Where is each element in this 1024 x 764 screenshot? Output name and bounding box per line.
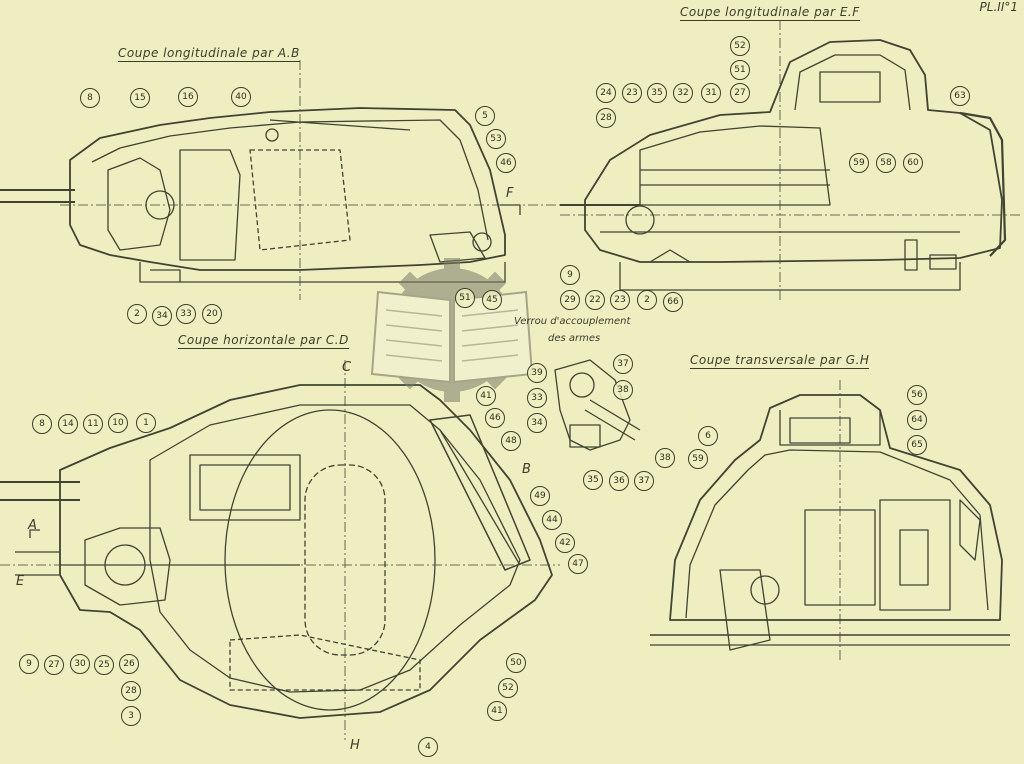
callout-ef-17: 23 bbox=[610, 290, 630, 310]
callout-lock-3: 38 bbox=[613, 380, 633, 400]
callout-cd-18: 44 bbox=[542, 510, 562, 530]
callout-lock-5: 34 bbox=[527, 413, 547, 433]
callout-gh-5: 59 bbox=[688, 449, 708, 469]
title-longitudinal-ef: Coupe longitudinale par E.F bbox=[680, 5, 860, 21]
horizontal-section-cd-drawing bbox=[0, 360, 560, 740]
callout-ab-12: 51 bbox=[455, 288, 475, 308]
callout-ef-6: 35 bbox=[647, 83, 667, 103]
coupling-lock-detail-drawing bbox=[554, 359, 641, 451]
callout-cd-16: 48 bbox=[501, 431, 521, 451]
section-letter-c: C bbox=[342, 360, 352, 375]
callout-cd-10: 26 bbox=[119, 654, 139, 674]
callout-cd-9: 25 bbox=[94, 655, 114, 675]
callout-gh-3: 64 bbox=[907, 410, 927, 430]
callout-cd-12: 3 bbox=[121, 706, 141, 726]
callout-ab-6: 53 bbox=[486, 129, 506, 149]
callout-lock-2: 37 bbox=[613, 354, 633, 374]
callout-cd-22: 52 bbox=[498, 678, 518, 698]
callout-ab-9: 34 bbox=[152, 306, 172, 326]
callout-ab-5: 5 bbox=[475, 106, 495, 126]
callout-cd-13: 4 bbox=[418, 737, 438, 757]
callout-ef-3: 63 bbox=[950, 86, 970, 106]
callout-ef-16: 22 bbox=[585, 290, 605, 310]
callout-cd-2: 14 bbox=[58, 414, 78, 434]
callout-ab-3: 16 bbox=[178, 87, 198, 107]
title-transverse-gh: Coupe transversale par G.H bbox=[690, 353, 870, 369]
title-horizontal-cd: Coupe horizontale par C.D bbox=[178, 333, 349, 349]
callout-cd-19: 42 bbox=[555, 533, 575, 553]
callout-ab-1: 8 bbox=[80, 88, 100, 108]
longitudinal-section-ef-drawing bbox=[560, 20, 1020, 300]
callout-ef-5: 23 bbox=[622, 83, 642, 103]
section-letter-h: H bbox=[350, 738, 360, 753]
callout-ab-2: 15 bbox=[130, 88, 150, 108]
callout-gh-1: 6 bbox=[698, 426, 718, 446]
callout-ef-19: 66 bbox=[663, 292, 683, 312]
callout-ef-8: 31 bbox=[701, 83, 721, 103]
callout-ef-15: 29 bbox=[560, 290, 580, 310]
longitudinal-section-ab-drawing bbox=[0, 60, 560, 300]
callout-cd-5: 1 bbox=[136, 413, 156, 433]
callout-ab-8: 2 bbox=[127, 304, 147, 324]
callout-lock-8: 37 bbox=[634, 471, 654, 491]
section-letter-a: A bbox=[28, 518, 37, 533]
callout-cd-4: 10 bbox=[108, 413, 128, 433]
callout-ef-10: 28 bbox=[596, 108, 616, 128]
callout-ef-12: 58 bbox=[876, 153, 896, 173]
callout-ef-7: 32 bbox=[673, 83, 693, 103]
callout-gh-4: 65 bbox=[907, 435, 927, 455]
callout-lock-6: 35 bbox=[583, 470, 603, 490]
callout-cd-8: 30 bbox=[70, 654, 90, 674]
section-letter-e: E bbox=[16, 574, 25, 589]
callout-cd-3: 11 bbox=[83, 414, 103, 434]
callout-cd-7: 27 bbox=[44, 655, 64, 675]
callout-ab-11: 20 bbox=[202, 304, 222, 324]
note-coupling-lock-line1: Verrou d'accouplement bbox=[514, 316, 631, 327]
callout-ab-4: 40 bbox=[231, 87, 251, 107]
callout-ab-10: 33 bbox=[176, 304, 196, 324]
callout-ef-2: 51 bbox=[730, 60, 750, 80]
callout-cd-23: 41 bbox=[487, 701, 507, 721]
title-longitudinal-ab: Coupe longitudinale par A.B bbox=[118, 46, 300, 62]
section-letter-b: B bbox=[522, 462, 531, 477]
callout-ef-1: 52 bbox=[730, 36, 750, 56]
watermark-logo bbox=[370, 258, 534, 402]
callout-lock-7: 36 bbox=[609, 471, 629, 491]
callout-ef-11: 59 bbox=[849, 153, 869, 173]
callout-cd-1: 8 bbox=[32, 414, 52, 434]
callout-ef-14: 9 bbox=[560, 265, 580, 285]
callout-lock-9: 38 bbox=[655, 448, 675, 468]
callout-cd-15: 46 bbox=[485, 408, 505, 428]
sheet-reference: PL.II°1 bbox=[979, 0, 1018, 14]
callout-cd-20: 47 bbox=[568, 554, 588, 574]
callout-ab-7: 46 bbox=[496, 153, 516, 173]
callout-lock-1: 39 bbox=[527, 363, 547, 383]
transverse-section-gh-drawing bbox=[650, 380, 1010, 660]
callout-ef-4: 24 bbox=[596, 83, 616, 103]
callout-cd-11: 28 bbox=[121, 681, 141, 701]
callout-ef-9: 27 bbox=[730, 83, 750, 103]
callout-cd-14: 41 bbox=[476, 386, 496, 406]
callout-ef-13: 60 bbox=[903, 153, 923, 173]
section-letter-f: F bbox=[506, 186, 514, 201]
callout-ef-18: 2 bbox=[637, 290, 657, 310]
callout-lock-4: 33 bbox=[527, 388, 547, 408]
callout-ab-13: 45 bbox=[482, 290, 502, 310]
callout-cd-6: 9 bbox=[19, 654, 39, 674]
callout-cd-17: 49 bbox=[530, 486, 550, 506]
note-coupling-lock-line2: des armes bbox=[548, 333, 601, 344]
callout-gh-2: 56 bbox=[907, 385, 927, 405]
callout-cd-21: 50 bbox=[506, 653, 526, 673]
